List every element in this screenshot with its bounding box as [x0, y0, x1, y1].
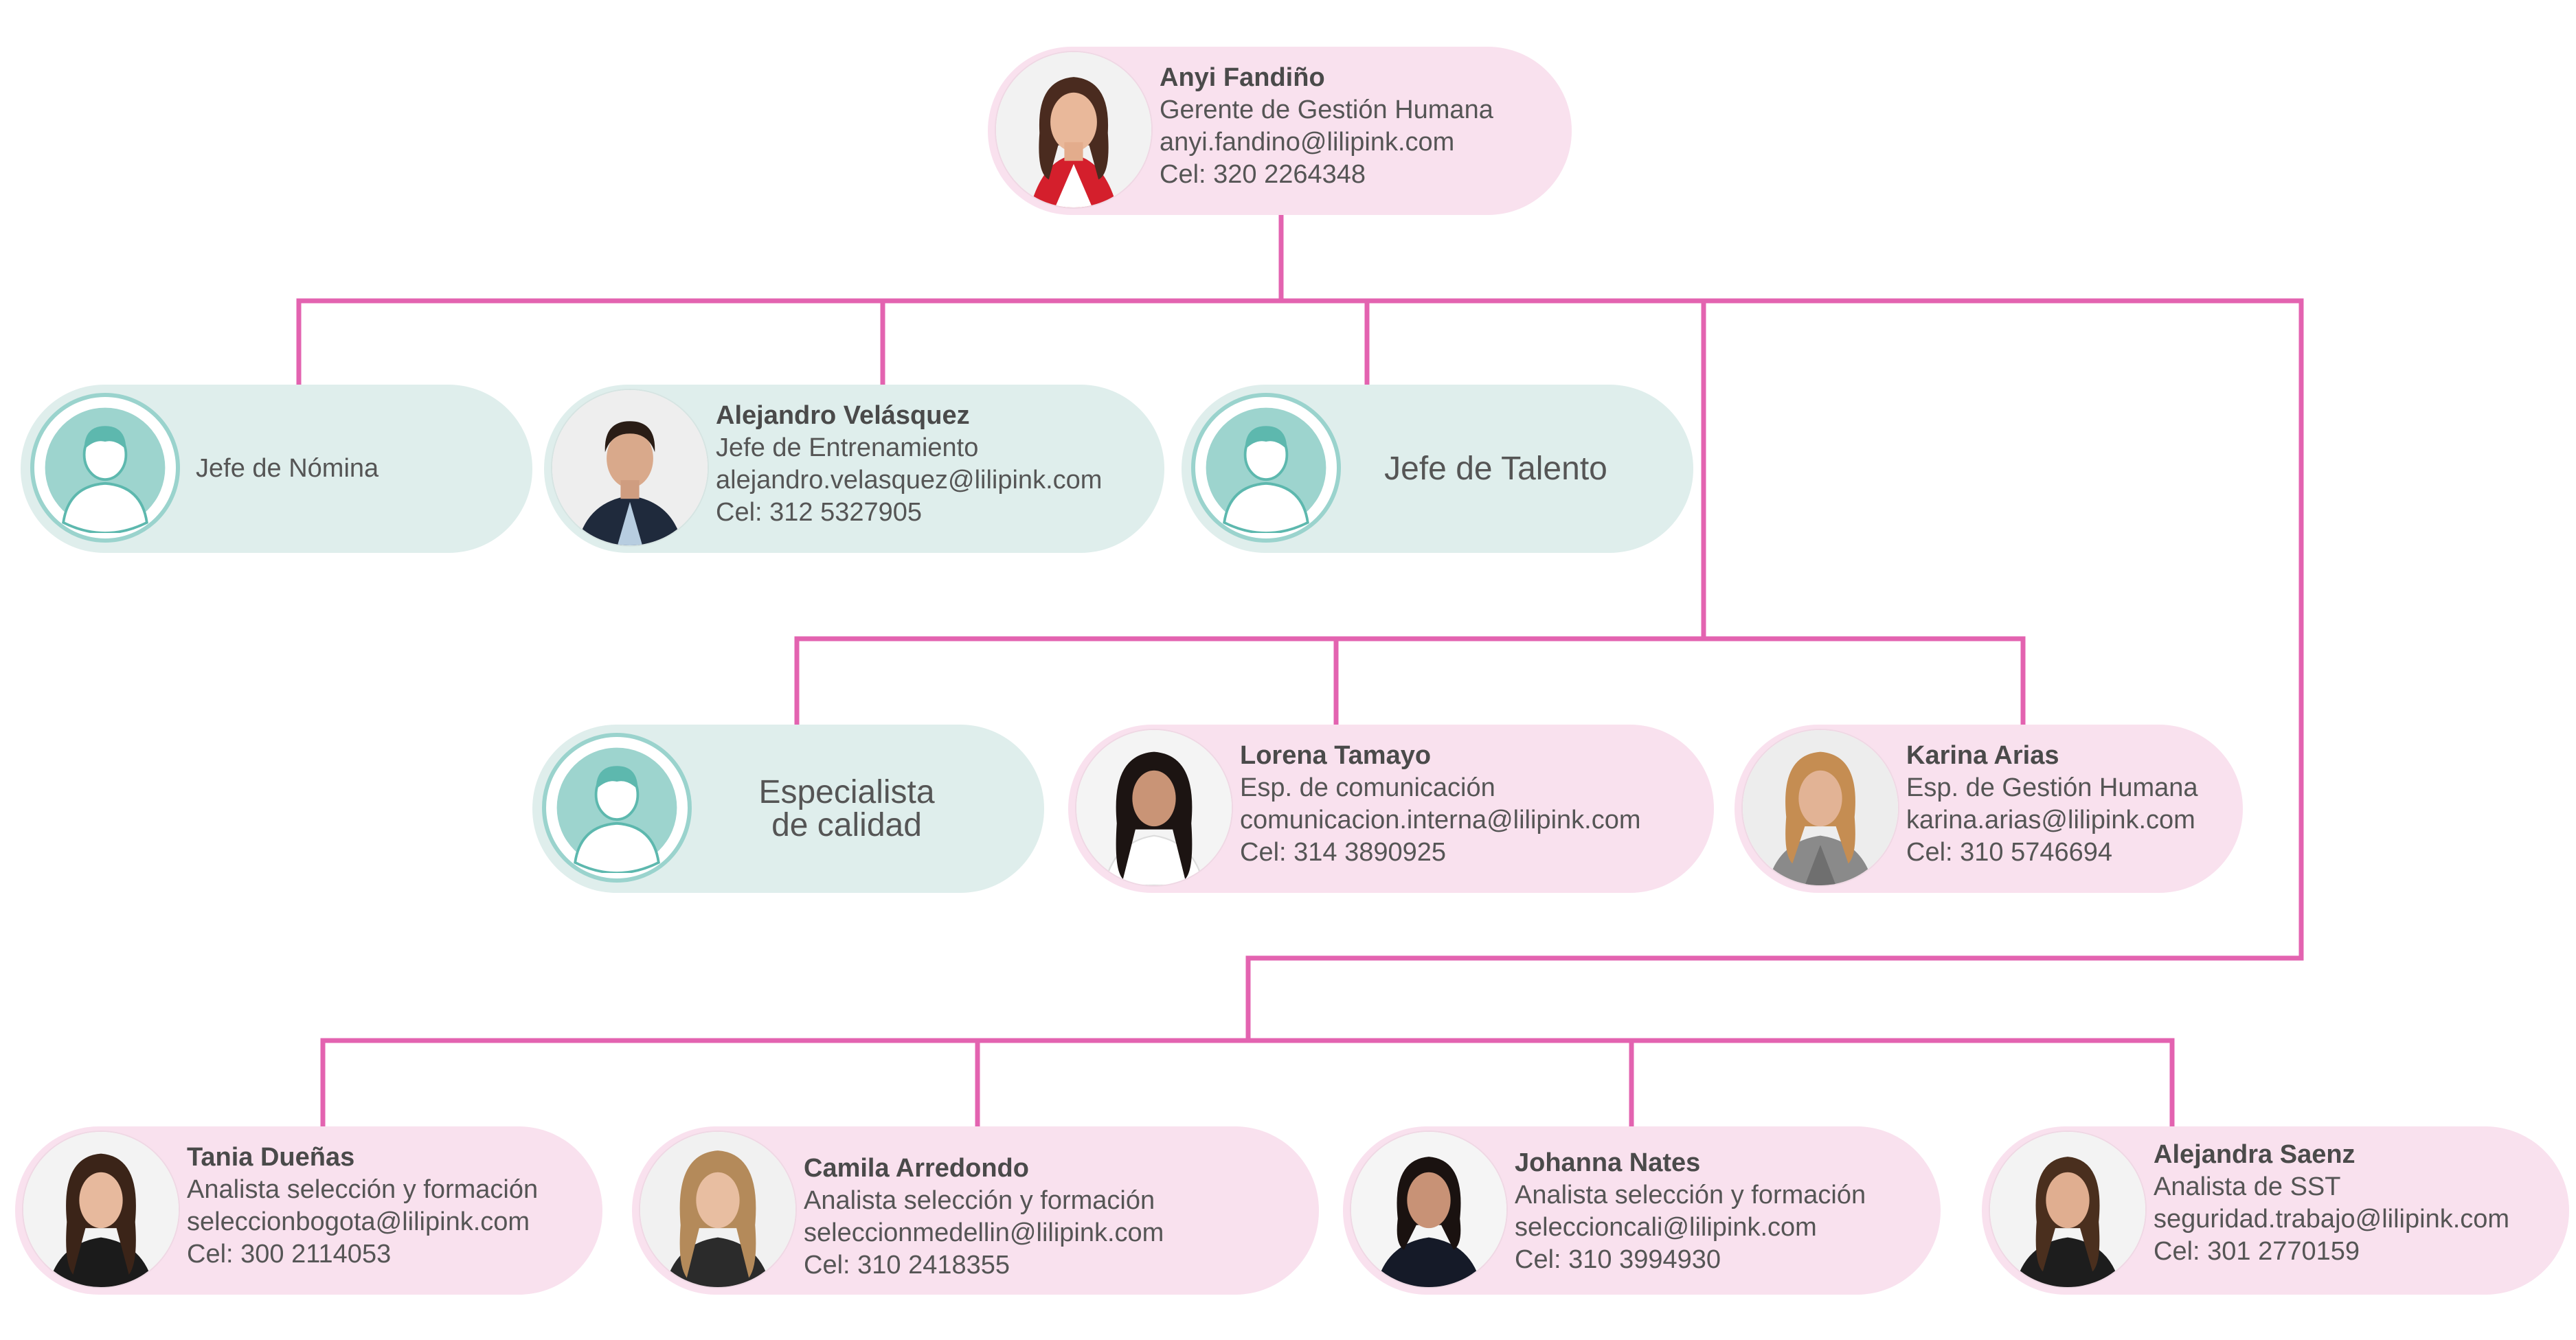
photo-anyi-fandino: [996, 52, 1151, 207]
info-lorena-tamayo: Lorena Tamayo Esp. de comunicación comun…: [1240, 740, 1641, 869]
card-jefe-talento: Jefe de Talento: [1182, 385, 1693, 553]
user-placeholder-icon: [30, 393, 180, 543]
person-name: Karina Arias: [1906, 741, 2059, 770]
card-alejandro-velasquez: Alejandro Velásquez Jefe de Entrenamient…: [544, 385, 1164, 553]
role-label: Jefe de Talento: [1384, 451, 1607, 487]
photo-alejandro-velasquez: [552, 390, 708, 545]
person-role: Esp. de comunicación: [1240, 773, 1495, 802]
role-label-line: Especialista: [758, 773, 935, 810]
info-alejandra-saenz: Alejandra Saenz Analista de SST segurida…: [2154, 1139, 2509, 1268]
person-name: Camila Arredondo: [804, 1154, 1029, 1183]
person-email: seleccioncali@lilipink.com: [1515, 1213, 1817, 1242]
card-especialista-calidad: Especialista de calidad: [532, 725, 1044, 893]
person-role: Jefe de Entrenamiento: [716, 433, 979, 462]
person-email: alejandro.velasquez@lilipink.com: [716, 466, 1103, 495]
card-jefe-nomina: Jefe de Nómina: [21, 385, 532, 553]
photo-tania-duenas: [23, 1132, 179, 1287]
card-anyi-fandino: Anyi Fandiño Gerente de Gestión Humana a…: [988, 47, 1572, 215]
person-name: Johanna Nates: [1515, 1148, 1701, 1177]
info-anyi-fandino: Anyi Fandiño Gerente de Gestión Humana a…: [1160, 62, 1493, 191]
card-tania-duenas: Tania Dueñas Analista selección y formac…: [15, 1126, 602, 1295]
person-phone: Cel: 320 2264348: [1160, 160, 1366, 189]
role-label: Jefe de Nómina: [196, 454, 379, 483]
photo-karina-arias: [1743, 730, 1898, 885]
person-phone: Cel: 312 5327905: [716, 498, 923, 527]
info-alejandro-velasquez: Alejandro Velásquez Jefe de Entrenamient…: [716, 400, 1102, 529]
user-placeholder-icon: [1191, 393, 1341, 543]
person-name: Alejandra Saenz: [2154, 1140, 2355, 1169]
info-karina-arias: Karina Arias Esp. de Gestión Humana kari…: [1906, 740, 2198, 869]
person-phone: Cel: 300 2114053: [187, 1240, 392, 1269]
person-phone: Cel: 301 2770159: [2154, 1237, 2360, 1266]
card-lorena-tamayo: Lorena Tamayo Esp. de comunicación comun…: [1068, 725, 1714, 893]
person-role: Esp. de Gestión Humana: [1906, 773, 2198, 802]
info-tania-duenas: Tania Dueñas Analista selección y formac…: [187, 1142, 538, 1271]
photo-johanna-nates: [1351, 1132, 1506, 1287]
person-email: comunicacion.interna@lilipink.com: [1240, 806, 1641, 834]
person-name: Alejandro Velásquez: [716, 401, 970, 430]
person-role: Analista selección y formación: [187, 1175, 539, 1204]
person-email: seleccionbogota@lilipink.com: [187, 1207, 530, 1236]
card-johanna-nates: Johanna Nates Analista selección y forma…: [1343, 1126, 1941, 1295]
person-role: Analista selección y formación: [804, 1186, 1155, 1215]
person-role: Gerente de Gestión Humana: [1160, 95, 1493, 124]
person-phone: Cel: 310 2418355: [804, 1251, 1010, 1280]
person-email: seleccionmedellin@lilipink.com: [804, 1218, 1164, 1247]
person-phone: Cel: 310 3994930: [1515, 1245, 1721, 1274]
person-name: Tania Dueñas: [187, 1143, 355, 1172]
info-camila-arredondo: Camila Arredondo Analista selección y fo…: [804, 1152, 1164, 1282]
role-label: Especialista de calidad: [690, 725, 1003, 893]
person-email: anyi.fandino@lilipink.com: [1160, 128, 1455, 157]
photo-lorena-tamayo: [1076, 730, 1232, 885]
person-role: Analista selección y formación: [1515, 1181, 1866, 1210]
card-alejandra-saenz: Alejandra Saenz Analista de SST segurida…: [1982, 1126, 2569, 1295]
role-label-line: de calidad: [771, 806, 922, 843]
person-email: seguridad.trabajo@lilipink.com: [2154, 1205, 2510, 1234]
photo-camila-arredondo: [640, 1132, 795, 1287]
photo-alejandra-saenz: [1990, 1132, 2145, 1287]
person-email: karina.arias@lilipink.com: [1906, 806, 2195, 834]
person-phone: Cel: 310 5746694: [1906, 838, 2113, 867]
card-camila-arredondo: Camila Arredondo Analista selección y fo…: [632, 1126, 1319, 1295]
info-johanna-nates: Johanna Nates Analista selección y forma…: [1515, 1147, 1866, 1276]
user-placeholder-icon: [542, 733, 692, 883]
person-role: Analista de SST: [2154, 1172, 2341, 1201]
person-name: Lorena Tamayo: [1240, 741, 1432, 770]
card-karina-arias: Karina Arias Esp. de Gestión Humana kari…: [1735, 725, 2243, 893]
person-name: Anyi Fandiño: [1160, 63, 1325, 92]
person-phone: Cel: 314 3890925: [1240, 838, 1447, 867]
